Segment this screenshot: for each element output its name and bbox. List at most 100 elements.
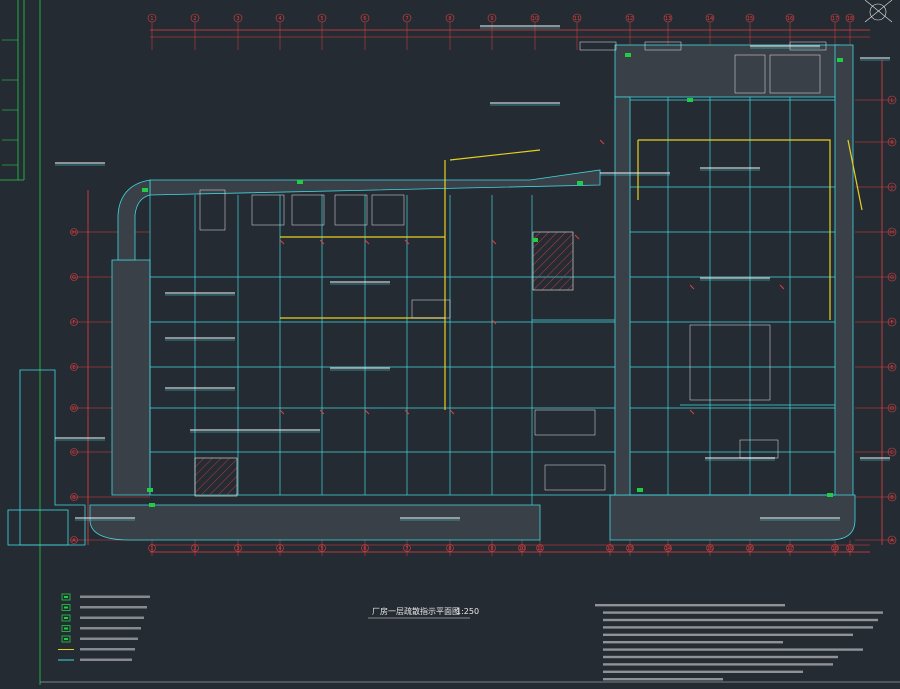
column-axis-bottom-1 xyxy=(148,544,156,552)
column-axis-label: 18 xyxy=(847,16,853,22)
column-axis-label: 4 xyxy=(278,546,281,552)
row-axis-left-D xyxy=(70,404,78,412)
column-axis-label: 17 xyxy=(787,546,793,552)
column-axis-label: 10 xyxy=(532,16,538,22)
column-axis-bottom-9 xyxy=(488,544,496,552)
leader-text-block xyxy=(480,25,560,27)
column-axis-bottom-6 xyxy=(361,544,369,552)
row-axis-label: C xyxy=(890,450,894,456)
row-axis-label: A xyxy=(890,538,894,544)
note-line xyxy=(603,611,883,614)
leader-text-block xyxy=(165,292,235,294)
leader-text-block xyxy=(55,437,105,439)
row-axis-right-F xyxy=(887,317,897,327)
note-line xyxy=(603,633,853,636)
nw-corner xyxy=(117,179,151,261)
column-axis-label: 4 xyxy=(278,16,281,22)
column-axis-top-10 xyxy=(530,13,540,23)
column-axis-top-9 xyxy=(487,13,497,23)
row-axis-right-L xyxy=(887,95,897,105)
legend-text-block xyxy=(80,606,147,609)
title-strip-ticks xyxy=(2,39,18,166)
column-axis-bottom-2 xyxy=(191,544,199,552)
building xyxy=(7,44,856,546)
note-line xyxy=(603,655,838,659)
column-axis-top-16 xyxy=(785,13,795,23)
column-axis-label: 12 xyxy=(627,16,633,22)
column-axis-bottom-11 xyxy=(536,544,544,552)
leader-text-block xyxy=(330,367,390,369)
exit-sign-icon xyxy=(142,188,148,192)
leader-text-block xyxy=(700,277,770,279)
column-axis-label: 13 xyxy=(627,546,633,552)
middle-wall xyxy=(614,96,631,496)
column-axis-label: 2 xyxy=(193,16,196,22)
row-axis-right-C xyxy=(887,447,897,457)
exit-signs xyxy=(142,53,843,507)
note-line xyxy=(603,670,803,673)
column-axis-top-4 xyxy=(275,13,285,23)
row-axis-label: B xyxy=(72,495,76,501)
column-axis-label: 17 xyxy=(832,16,838,22)
column-axis-top-3 xyxy=(233,13,243,23)
column-axis-label: 6 xyxy=(363,16,366,22)
leader-text-block xyxy=(600,172,670,174)
exit-sign-icon xyxy=(532,238,538,242)
row-axis-left-E xyxy=(70,363,78,371)
row-axis-right-E xyxy=(887,362,897,372)
direction-sign-icon xyxy=(61,604,71,611)
leader-text-block xyxy=(860,57,890,59)
drawing-scale: 1:250 xyxy=(456,607,479,616)
label-box xyxy=(579,41,617,51)
column-axis-label: 11 xyxy=(574,16,580,22)
note-line xyxy=(603,641,783,644)
column-axis-top-7 xyxy=(402,13,412,23)
column-axis-top-14 xyxy=(705,13,715,23)
note-line xyxy=(595,604,785,607)
label-box xyxy=(411,299,451,319)
wall-sign-icon-fill xyxy=(64,638,68,640)
row-axis-label: H xyxy=(890,230,894,236)
hatched-room-1 xyxy=(532,231,574,291)
evacuation-routes xyxy=(280,139,863,410)
east-wall xyxy=(834,44,854,501)
hatched-room-2 xyxy=(194,457,238,497)
west-wall xyxy=(111,259,151,496)
row-axis-label: L xyxy=(891,98,894,104)
column-axis-label: 11 xyxy=(537,546,543,552)
leader-text-block xyxy=(700,167,760,169)
column-axis-bottom-8 xyxy=(446,544,454,552)
column-axis-label: 3 xyxy=(236,546,239,552)
note-line xyxy=(603,678,723,681)
row-axis-right-J xyxy=(887,182,897,192)
column-axis-top-2 xyxy=(190,13,200,23)
note-line xyxy=(603,648,863,651)
emergency-light-icon xyxy=(61,614,71,622)
column-axis-label: 14 xyxy=(707,16,713,22)
column-axis-label: 7 xyxy=(405,16,408,22)
exit-sign-icon xyxy=(637,488,643,492)
leader-labels xyxy=(55,25,890,521)
exit-sign-icon xyxy=(147,488,153,492)
leader-text-block xyxy=(860,457,890,459)
exit-sign-icon xyxy=(687,98,693,102)
label-box xyxy=(789,41,827,51)
north-arrow-icon xyxy=(864,0,893,23)
row-axis-right-K xyxy=(887,137,897,147)
row-axis-label: E xyxy=(890,365,893,371)
row-axis-label: C xyxy=(72,450,76,456)
floor-sign-icon xyxy=(61,625,71,632)
row-axis-label: F xyxy=(73,320,76,326)
hatched-rooms xyxy=(194,231,574,497)
row-axis-left-A xyxy=(70,536,78,544)
row-axis-label: G xyxy=(890,275,894,281)
leader-text-block xyxy=(750,45,820,47)
column-axis-label: 1 xyxy=(150,16,153,22)
legend-text-block xyxy=(80,595,150,598)
exit-sign-icon xyxy=(625,53,631,57)
column-axis-bottom-7 xyxy=(403,544,411,552)
north-wall-right xyxy=(614,44,841,98)
column-axis-bottom-18 xyxy=(831,544,839,552)
column-axis-label: 3 xyxy=(236,16,239,22)
